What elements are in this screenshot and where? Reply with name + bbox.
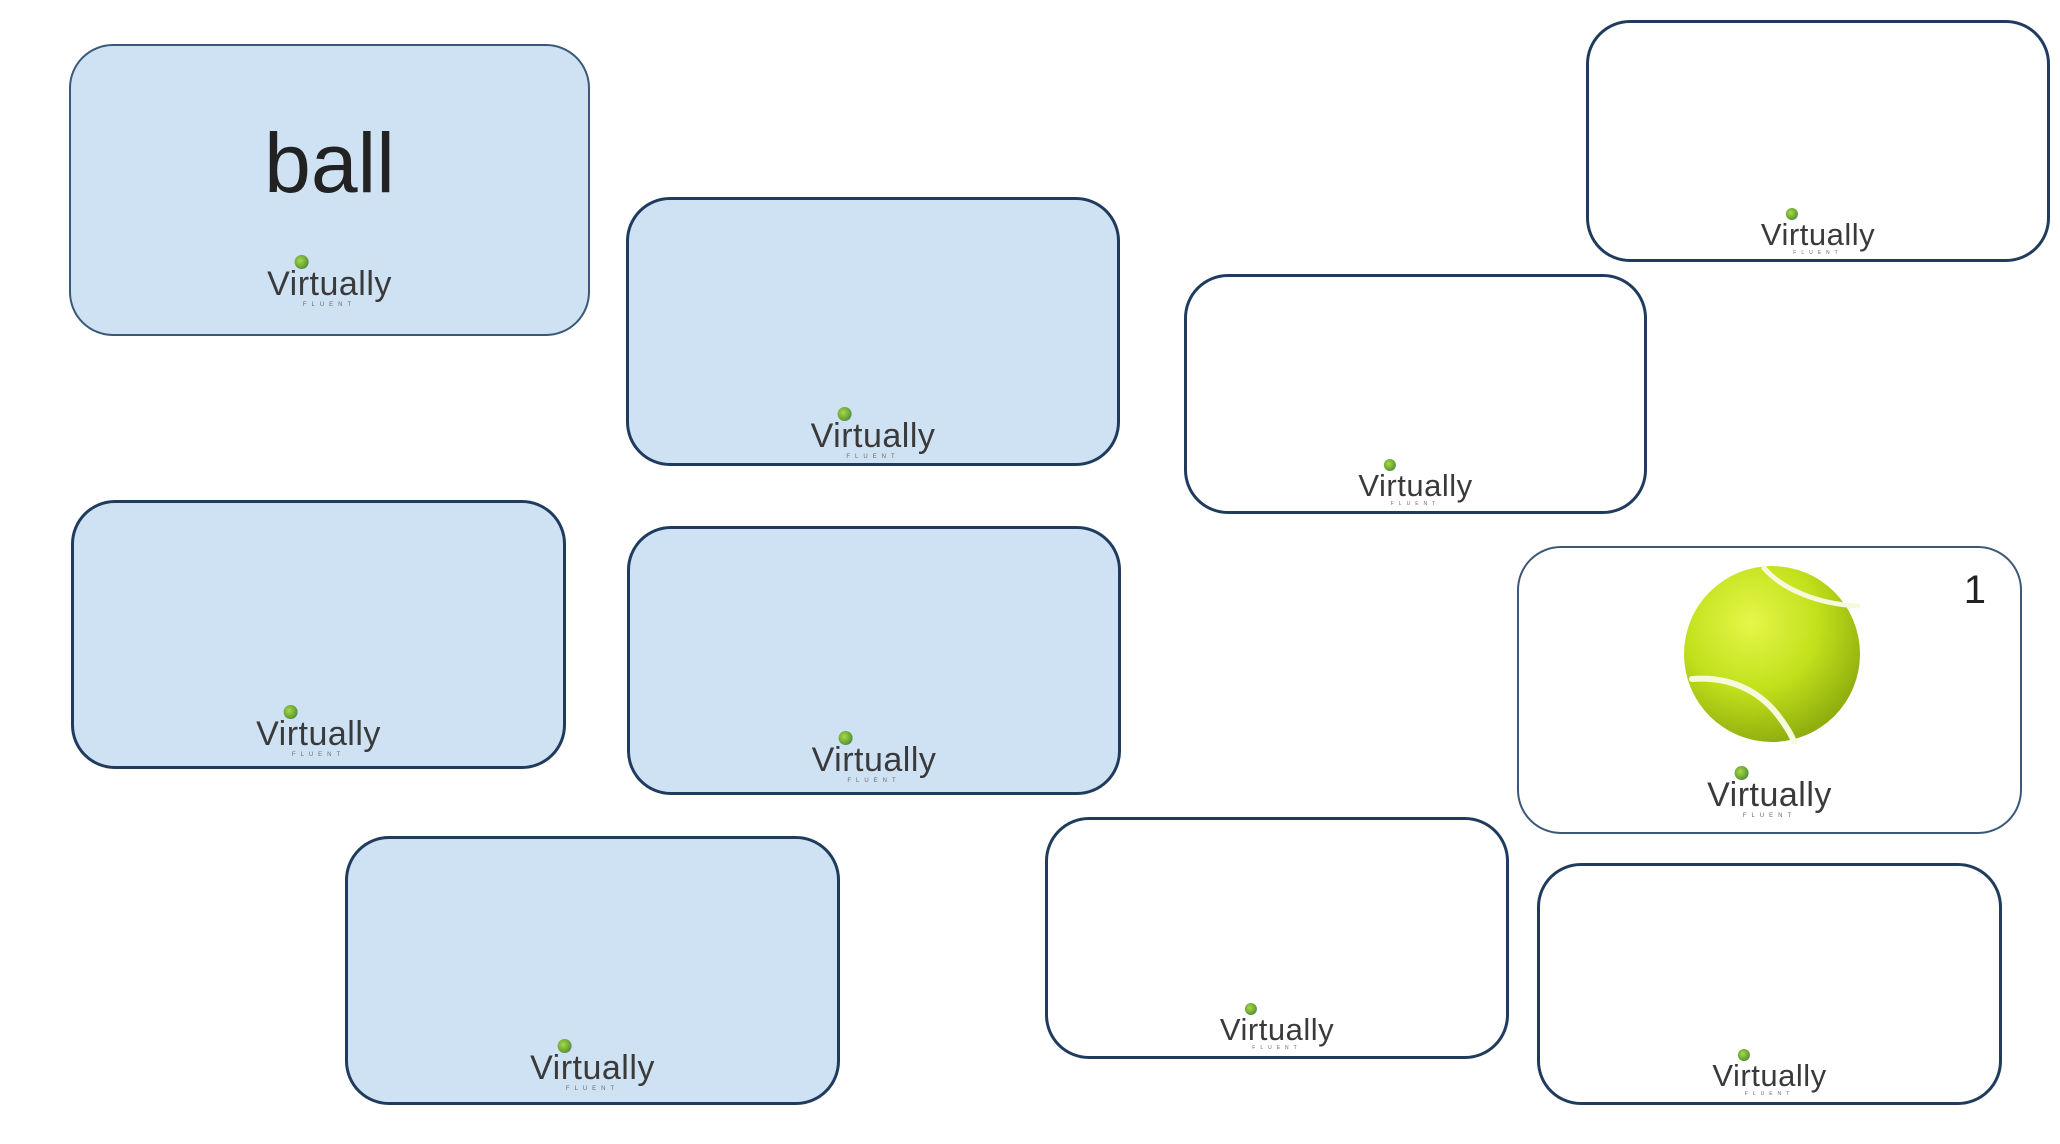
card-image-ball[interactable]: 1 Virtually FLUENT xyxy=(1517,546,2022,834)
memory-card[interactable]: Virtually FLUENT xyxy=(71,500,566,769)
virtually-fluent-logo: Virtually FLUENT xyxy=(811,407,936,460)
virtually-fluent-logo: Virtually FLUENT xyxy=(812,731,937,784)
virtually-fluent-logo: Virtually FLUENT xyxy=(256,705,381,758)
logo-dot-icon xyxy=(557,1039,572,1053)
memory-card[interactable]: Virtually FLUENT xyxy=(1537,863,2002,1105)
logo-dot-icon xyxy=(1737,1049,1750,1061)
logo-dot-icon xyxy=(1383,459,1396,471)
logo-dot-icon xyxy=(1785,208,1798,220)
logo-dot-icon xyxy=(1734,766,1749,780)
virtually-fluent-logo: Virtually FLUENT xyxy=(1220,1003,1334,1051)
memory-card[interactable]: Virtually FLUENT xyxy=(1586,20,2050,262)
virtually-fluent-logo: Virtually FLUENT xyxy=(267,255,392,308)
virtually-fluent-logo: Virtually FLUENT xyxy=(1707,766,1832,819)
memory-card[interactable]: Virtually FLUENT xyxy=(345,836,840,1105)
virtually-fluent-logo: Virtually FLUENT xyxy=(1712,1049,1826,1097)
memory-card[interactable]: Virtually FLUENT xyxy=(1045,817,1509,1059)
virtually-fluent-logo: Virtually FLUENT xyxy=(530,1039,655,1092)
logo-dot-icon xyxy=(283,705,298,719)
virtually-fluent-logo: Virtually FLUENT xyxy=(1358,459,1472,507)
logo-dot-icon xyxy=(1244,1003,1257,1015)
memory-card[interactable]: Virtually FLUENT xyxy=(626,197,1120,466)
logo-dot-icon xyxy=(294,255,309,269)
logo-dot-icon xyxy=(837,407,852,421)
logo-dot-icon xyxy=(838,731,853,745)
memory-card[interactable]: Virtually FLUENT xyxy=(1184,274,1647,514)
card-number: 1 xyxy=(1963,568,1986,612)
card-word-ball[interactable]: ball Virtually FLUENT xyxy=(69,44,590,336)
memory-card[interactable]: Virtually FLUENT xyxy=(627,526,1121,795)
virtually-fluent-logo: Virtually FLUENT xyxy=(1761,208,1875,256)
tennis-ball-icon xyxy=(1684,565,1861,744)
card-word: ball xyxy=(264,116,395,210)
